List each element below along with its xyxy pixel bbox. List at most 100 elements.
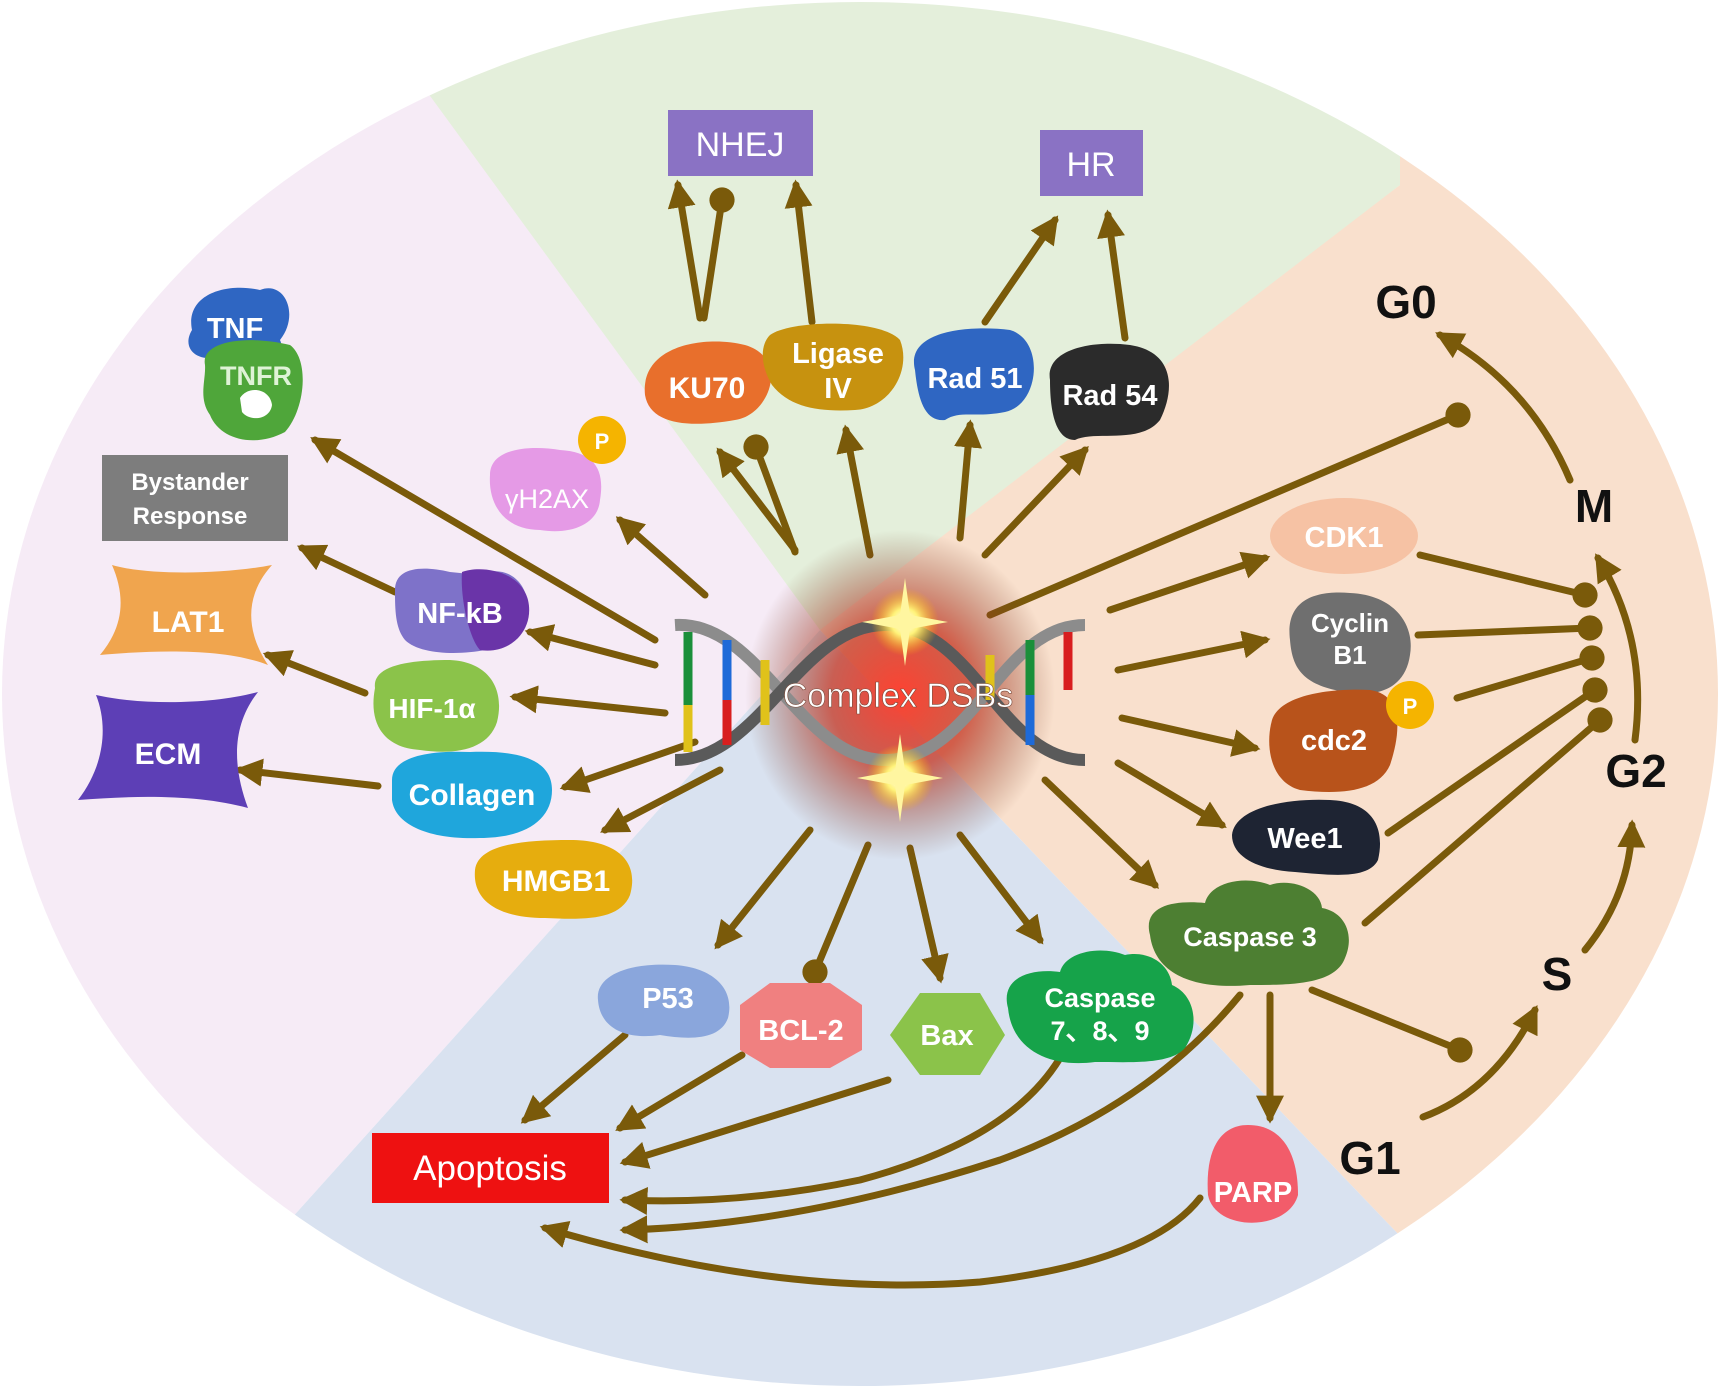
cyclin-label-line1: Cyclin bbox=[1311, 608, 1389, 638]
cyclin-label-line2: B1 bbox=[1333, 640, 1366, 670]
arrow-to-nfkb bbox=[524, 624, 659, 669]
apoptosis-label: Apoptosis bbox=[413, 1149, 567, 1188]
dna-base-pairs bbox=[683, 632, 1073, 752]
inhibit-ku70-nhej bbox=[700, 187, 735, 322]
cell-cycle-phases: G0 M G2 S G1 bbox=[1339, 276, 1666, 1184]
caspase3-label: Caspase 3 bbox=[1183, 922, 1317, 952]
arrow-p53-apoptosis bbox=[520, 1031, 629, 1124]
protein-bax bbox=[890, 993, 1005, 1075]
p53-label: P53 bbox=[642, 983, 694, 1015]
phase-m: M bbox=[1575, 480, 1613, 532]
arrow-to-wee1 bbox=[1114, 759, 1227, 829]
protein-hif-1a: HIF-1α bbox=[373, 660, 500, 752]
protein-nf-kb: NF-kB bbox=[395, 568, 530, 653]
rad51-label: Rad 51 bbox=[927, 363, 1022, 395]
arrow-bax-apoptosis bbox=[619, 1076, 892, 1169]
ligase-label-line2: IV bbox=[824, 373, 852, 405]
protein-ku70: KU70 bbox=[644, 341, 772, 424]
inhibit-bcl2 bbox=[802, 841, 872, 985]
inhibit-caspase3 bbox=[1361, 707, 1613, 927]
arrow-collagen-ecm bbox=[234, 758, 382, 790]
inhibit-cdc2 bbox=[1453, 645, 1605, 702]
arrow-caspase3-apoptosis bbox=[619, 991, 1244, 1244]
arrow-g2-m bbox=[1594, 553, 1642, 744]
hmgb1-label: HMGB1 bbox=[502, 865, 610, 898]
arrow-to-collagen bbox=[559, 738, 699, 793]
cdc2-label: cdc2 bbox=[1301, 725, 1367, 757]
bystander-label-line2: Response bbox=[133, 503, 248, 530]
protein-tnf: TNF bbox=[188, 287, 290, 363]
hr-label: HR bbox=[1066, 146, 1115, 184]
bystander-label-line1: Bystander bbox=[131, 469, 248, 496]
h2ax-label: γH2AX bbox=[505, 484, 589, 514]
arrow-s-g2 bbox=[1581, 819, 1646, 954]
tnfr-label: TNFR bbox=[220, 361, 292, 391]
hif-label: HIF-1α bbox=[388, 693, 475, 724]
arrow-bcl2-apoptosis bbox=[615, 1051, 746, 1132]
burst-icon-lower bbox=[857, 734, 943, 822]
protein-collagen: Collagen bbox=[392, 751, 552, 839]
arrow-to-cdk1 bbox=[1106, 551, 1271, 614]
arrow-to-hif bbox=[509, 685, 669, 717]
protein-parp: PARP bbox=[1207, 1125, 1298, 1223]
arrow-nfkb-bystander bbox=[296, 544, 399, 596]
protein-cdk1: CDK1 bbox=[1270, 498, 1418, 574]
protein-tnfr: TNFR bbox=[203, 340, 303, 441]
inhibit-wee1 bbox=[1384, 677, 1608, 837]
protein-lat1: LAT1 bbox=[100, 565, 272, 665]
phase-g2: G2 bbox=[1605, 745, 1666, 797]
protein-wee1: Wee1 bbox=[1232, 799, 1381, 875]
parp-label: PARP bbox=[1214, 1177, 1292, 1209]
phospho-badge-h2ax bbox=[578, 416, 626, 464]
arrow-to-tnfr bbox=[310, 436, 659, 644]
protein-h2ax: γH2AX P bbox=[489, 416, 626, 532]
protein-caspase-3: Caspase 3 bbox=[1148, 880, 1349, 986]
rad54-label: Rad 54 bbox=[1062, 380, 1157, 412]
pathway-nhej: NHEJ bbox=[668, 110, 813, 176]
lat1-label: LAT1 bbox=[152, 606, 225, 639]
ku70-label: KU70 bbox=[669, 372, 746, 405]
protein-cdc2: cdc2 P bbox=[1269, 681, 1434, 792]
protein-ligase-iv: Ligase IV bbox=[762, 323, 904, 411]
arrow-to-cyclin bbox=[1114, 630, 1271, 674]
cdk1-label: CDK1 bbox=[1305, 522, 1384, 554]
arrow-caspase789-apoptosis bbox=[619, 1054, 1064, 1215]
center-label: Complex DSBs bbox=[783, 677, 1014, 715]
protein-bcl-2 bbox=[740, 983, 862, 1068]
inhibit-g0-branch bbox=[986, 402, 1471, 619]
phase-s: S bbox=[1542, 948, 1573, 1000]
casp789-label-line2: 7、8、9 bbox=[1050, 1016, 1149, 1046]
protein-cyclin-b1: Cyclin B1 bbox=[1289, 592, 1411, 694]
arrow-to-caspase3 bbox=[1041, 776, 1160, 889]
phospho-label-h2ax: P bbox=[595, 429, 610, 454]
region-cell-cycle bbox=[820, 2, 1718, 1386]
protein-caspase-7-8-9: Caspase 7、8、9 bbox=[1006, 950, 1194, 1064]
arrow-parp-apoptosis bbox=[539, 1194, 1204, 1289]
arrow-rad51-hr bbox=[981, 215, 1059, 326]
apoptosis-box: Apoptosis bbox=[372, 1133, 609, 1203]
nhej-label: NHEJ bbox=[696, 126, 785, 164]
arrow-to-caspase789 bbox=[956, 831, 1044, 945]
inhibit-cdk1 bbox=[1416, 551, 1598, 608]
arrow-to-rad51 bbox=[954, 419, 982, 542]
inhibit-cyclin bbox=[1414, 615, 1603, 641]
bcl2-label: BCL-2 bbox=[758, 1015, 843, 1047]
phospho-label-cdc2: P bbox=[1403, 694, 1418, 719]
arrow-to-hmgb1 bbox=[600, 766, 724, 834]
ecm-label: ECM bbox=[135, 738, 202, 771]
inhibit-g1 bbox=[1308, 986, 1473, 1063]
protein-rad54: Rad 54 bbox=[1049, 343, 1169, 440]
arrow-hif-lat1 bbox=[262, 650, 369, 697]
bax-label: Bax bbox=[920, 1020, 973, 1052]
arrow-to-ku70 bbox=[716, 447, 799, 554]
arrow-to-bax bbox=[906, 844, 949, 984]
collagen-label: Collagen bbox=[409, 779, 536, 812]
nfkb-label: NF-kB bbox=[417, 598, 502, 630]
burst-icon-upper bbox=[862, 578, 948, 666]
arrow-layer bbox=[234, 179, 1646, 1289]
pathway-hr: HR bbox=[1040, 130, 1143, 196]
casp789-label-line1: Caspase bbox=[1044, 983, 1155, 1013]
inhibit-ku70 bbox=[743, 434, 799, 556]
protein-rad51: Rad 51 bbox=[913, 328, 1034, 421]
bystander-response-box: Bystander Response bbox=[102, 455, 288, 541]
